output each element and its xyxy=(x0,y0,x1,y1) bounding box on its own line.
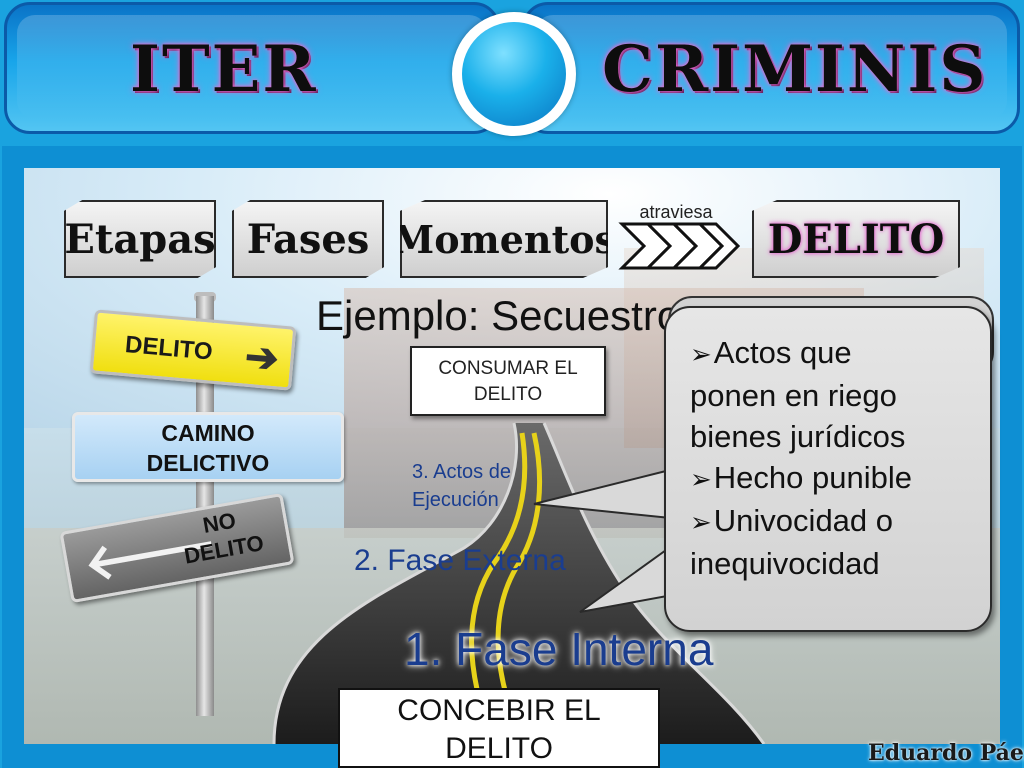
label-momentos: Momentos xyxy=(400,200,608,278)
center-circle-icon xyxy=(452,12,576,136)
callout-item: ➢Univocidad o xyxy=(690,503,894,538)
phase-fase-externa: 2. Fase Externa xyxy=(354,544,566,577)
bullet-arrow-icon: ➢ xyxy=(690,339,712,369)
phase-fase-interna: 1. Fase Interna xyxy=(404,623,714,675)
box-concebir-line2: DELITO xyxy=(445,732,553,765)
box-concebir: CONCEBIR EL DELITO xyxy=(338,688,660,768)
box-consumar-line1: CONSUMAR EL xyxy=(438,358,578,379)
example-title: Ejemplo: Secuestro Ri xyxy=(316,292,732,339)
callout-item: inequivocidad xyxy=(690,546,880,581)
callout-list: ➢Actos que ponen en riego bienes jurídic… xyxy=(690,332,980,584)
sign-camino-line1: CAMINO xyxy=(161,420,255,446)
phase-actos-ejecucion: 3. Actos de Ejecución xyxy=(412,458,552,514)
callout-box: ➢Actos que ponen en riego bienes jurídic… xyxy=(664,306,992,632)
arrow-right-icon: ➔ xyxy=(243,334,281,382)
label-etapas: Etapas xyxy=(64,200,216,278)
phase-actos-line2: Ejecución xyxy=(412,489,499,511)
box-consumar: CONSUMAR EL DELITO xyxy=(410,346,606,416)
title-criminis: CRIMINIS xyxy=(602,32,988,107)
bullet-arrow-icon: ➢ xyxy=(690,464,712,494)
sign-camino-line2: DELICTIVO xyxy=(146,450,270,476)
sign-camino-delictivo: CAMINO DELICTIVO xyxy=(72,412,344,482)
callout-item: ponen en riego xyxy=(690,378,897,413)
box-concebir-line1: CONCEBIR EL xyxy=(397,694,601,727)
header-banner-left xyxy=(4,2,500,134)
title-iter: ITER xyxy=(130,32,318,107)
callout-item: ➢Hecho punible xyxy=(690,460,912,495)
header-banner-right xyxy=(522,2,1020,134)
callout-item: bienes jurídicos xyxy=(690,419,906,454)
chevron-arrows-icon xyxy=(618,222,741,270)
connector-label: atraviesa xyxy=(639,202,713,222)
bullet-arrow-icon: ➢ xyxy=(690,507,712,537)
sign-delito-label: DELITO xyxy=(124,331,214,366)
box-consumar-line2: DELITO xyxy=(473,384,543,405)
label-delito: DELITO xyxy=(752,200,960,278)
callout-item: ➢Actos que xyxy=(690,335,852,370)
phase-actos-line1: 3. Actos de xyxy=(412,461,511,483)
label-fases: Fases xyxy=(232,200,384,278)
author-signature: Eduardo Páez xyxy=(868,740,1024,766)
